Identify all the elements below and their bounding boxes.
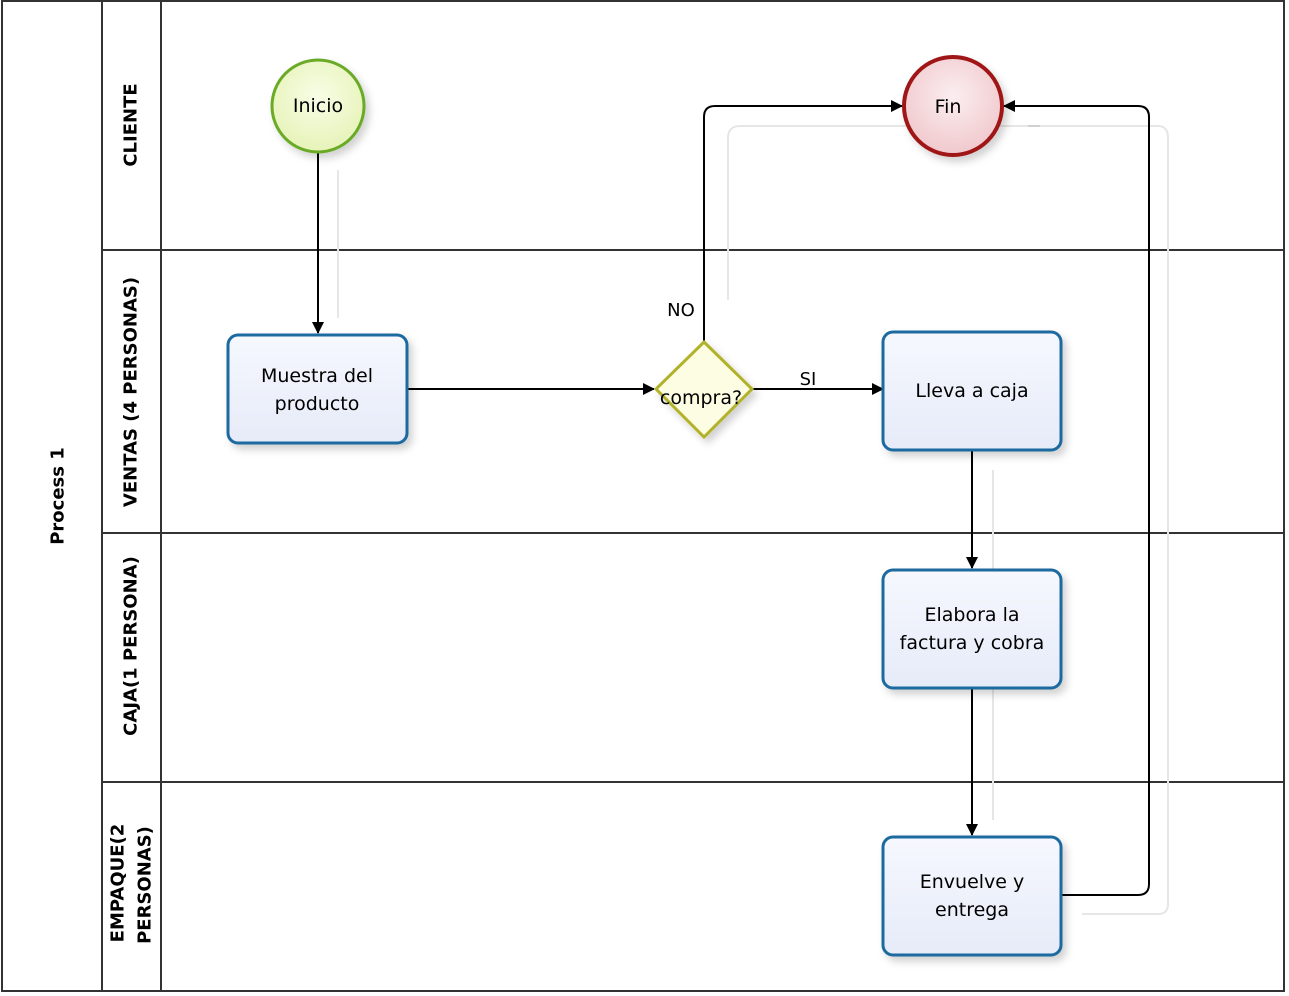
task-muestra-del-producto[interactable]: Muestra del producto: [226, 333, 409, 445]
gateway-compra[interactable]: compra?: [653, 339, 755, 440]
flow-label-si: SI: [800, 369, 817, 390]
task-muestra-line1: Muestra del: [261, 365, 373, 387]
lane-label-caja: CAJA(1 PERSONA): [121, 556, 142, 736]
flow-envuelve-to-fin: [1003, 100, 1150, 896]
end-event[interactable]: Fin: [902, 55, 1004, 157]
flow-gateway-to-fin-no: [703, 100, 903, 342]
lane-label-empaque-line2: PERSONAS): [135, 826, 156, 944]
task-elabora-factura[interactable]: Elabora la factura y cobra: [881, 568, 1063, 690]
gateway-label: compra?: [660, 387, 742, 409]
task-envuelve-line1: Envuelve y: [920, 871, 1025, 893]
task-lleva-a-caja[interactable]: Lleva a caja: [881, 330, 1063, 452]
task-elabora-line2: factura y cobra: [900, 632, 1045, 654]
start-event-label: Inicio: [293, 95, 343, 117]
lane-label-empaque-line1: EMPAQUE(2: [108, 824, 129, 943]
start-event[interactable]: Inicio: [270, 58, 366, 154]
lane-label-ventas: VENTAS (4 PERSONAS): [121, 277, 142, 507]
lane-label-cliente: CLIENTE: [121, 83, 142, 166]
task-elabora-line1: Elabora la: [924, 604, 1019, 626]
flow-label-no: NO: [667, 300, 695, 321]
task-envuelve-y-entrega[interactable]: Envuelve y entrega: [881, 835, 1063, 957]
task-muestra-line2: producto: [275, 393, 360, 415]
end-event-label: Fin: [935, 96, 962, 118]
sequence-flows: [312, 100, 1150, 896]
pool-title: Process 1: [48, 447, 69, 545]
task-lleva-label: Lleva a caja: [915, 380, 1028, 402]
task-envuelve-line2: entrega: [935, 899, 1009, 921]
